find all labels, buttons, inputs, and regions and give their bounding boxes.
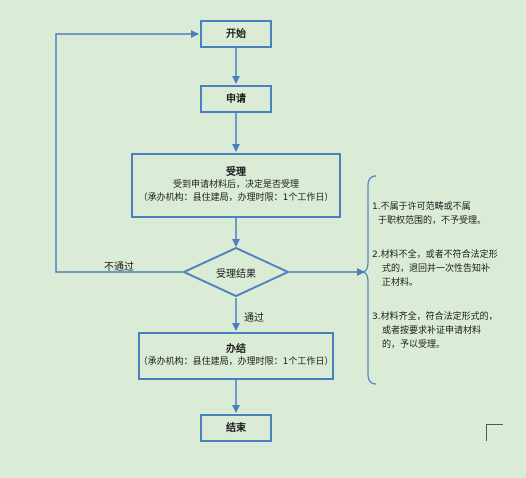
accept-title: 受理 <box>226 167 246 178</box>
note-1-line-1: 1.不属于许可范畴或不属 <box>372 202 471 212</box>
note-3-line-1: 3.材料齐全，符合法定形式的， <box>372 312 498 322</box>
note-2-line-2: 式的，退回并一次性告知补 <box>382 264 491 274</box>
decision-diamond <box>181 246 291 298</box>
end-box: 结束 <box>200 414 272 442</box>
note-3: 3.材料齐全，符合法定形式的， 或者按要求补证申请材料 的，予以受理。 <box>372 310 512 352</box>
note-2: 2.材料不全，或者不符合法定形 式的，退回并一次性告知补 正材料。 <box>372 248 512 290</box>
note-1: 1.不属于许可范畴或不属 于职权范围的，不予受理。 <box>372 200 512 228</box>
note-2-line-1: 2.材料不全，或者不符合法定形 <box>372 250 498 260</box>
pass-label: 通过 <box>244 313 264 324</box>
apply-box: 申请 <box>200 85 272 113</box>
arrow-fail-loop <box>55 30 199 273</box>
process-title: 办结 <box>226 344 246 355</box>
corner-crop-mark <box>486 424 503 441</box>
accept-line-2: （承办机构：县住建局，办理时限：1个工作日） <box>138 193 334 203</box>
start-label: 开始 <box>226 28 246 40</box>
end-label: 结束 <box>226 422 246 434</box>
note-1-line-2: 于职权范围的，不予受理。 <box>378 216 487 226</box>
start-box: 开始 <box>200 20 272 48</box>
process-box: 办结 （承办机构：县住建局，办理时限：1个工作日） <box>138 332 334 380</box>
accept-line-1: 受到申请材料后，决定是否受理 <box>172 180 299 190</box>
decision-label: 受理结果 <box>216 269 256 280</box>
notes-brace <box>361 175 377 385</box>
accept-box: 受理 受到申请材料后，决定是否受理 （承办机构：县住建局，办理时限：1个工作日） <box>131 153 341 218</box>
fail-label: 不通过 <box>104 262 134 273</box>
note-3-line-3: 的，予以受理。 <box>382 340 446 350</box>
apply-label: 申请 <box>226 93 246 105</box>
notes-panel: 1.不属于许可范畴或不属 于职权范围的，不予受理。 2.材料不全，或者不符合法定… <box>372 200 512 372</box>
note-2-line-3: 正材料。 <box>382 278 419 288</box>
note-3-line-2: 或者按要求补证申请材料 <box>382 326 482 336</box>
process-line-1: （承办机构：县住建局，办理时限：1个工作日） <box>138 357 334 367</box>
